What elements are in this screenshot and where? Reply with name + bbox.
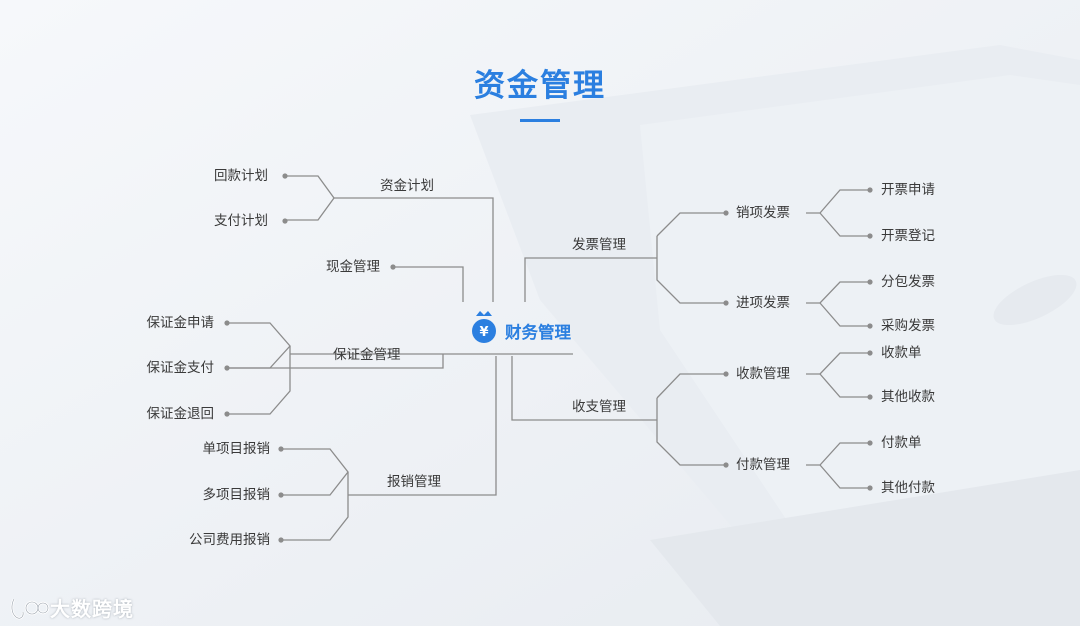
node-cash-management: 现金管理: [326, 259, 380, 275]
leaf-other-payment: 其他付款: [881, 480, 935, 496]
leaf-deposit-apply: 保证金申请: [146, 315, 215, 331]
leaf-deposit-refund: 保证金退回: [146, 406, 215, 422]
leaf-invoice-apply: 开票申请: [881, 182, 935, 198]
leaf-purchase-invoice: 采购发票: [881, 318, 935, 334]
node-expense-management: 报销管理: [387, 474, 441, 490]
leaf-receipt-form: 收款单: [881, 345, 922, 361]
brand-watermark: 大数跨境: [10, 593, 134, 622]
leaf-invoice-register: 开票登记: [881, 228, 935, 244]
node-output-invoice: 销项发票: [736, 205, 790, 221]
node-receipt-management: 收款管理: [736, 366, 790, 382]
svg-text:¥: ¥: [479, 325, 488, 340]
leaf-payment-form: 付款单: [881, 435, 922, 451]
brand-logo-icon: [10, 597, 50, 619]
leaf-deposit-pay: 保证金支付: [146, 360, 215, 376]
node-invoice-management: 发票管理: [572, 237, 626, 253]
node-input-invoice: 进项发票: [736, 295, 790, 311]
page-title: 资金管理: [474, 68, 606, 104]
leaf-collection-plan: 回款计划: [214, 168, 268, 184]
leaf-subcontract-invoice: 分包发票: [881, 274, 935, 290]
node-fund-plan: 资金计划: [380, 178, 434, 194]
center-node-label: 财务管理: [505, 323, 571, 342]
title-underline: [520, 119, 560, 122]
leaf-payment-plan: 支付计划: [214, 213, 268, 229]
node-deposit-management: 保证金管理: [333, 347, 401, 363]
leaf-company-expense: 公司费用报销: [189, 532, 270, 548]
node-income-expense-management: 收支管理: [572, 399, 626, 415]
leaf-other-receipt: 其他收款: [881, 389, 935, 405]
leaf-single-project-expense: 单项目报销: [202, 441, 271, 457]
money-bag-icon: ¥: [472, 311, 496, 343]
brand-name: 大数跨境: [50, 597, 134, 621]
leaf-multi-project-expense: 多项目报销: [202, 487, 271, 503]
node-payment-management: 付款管理: [736, 457, 790, 473]
